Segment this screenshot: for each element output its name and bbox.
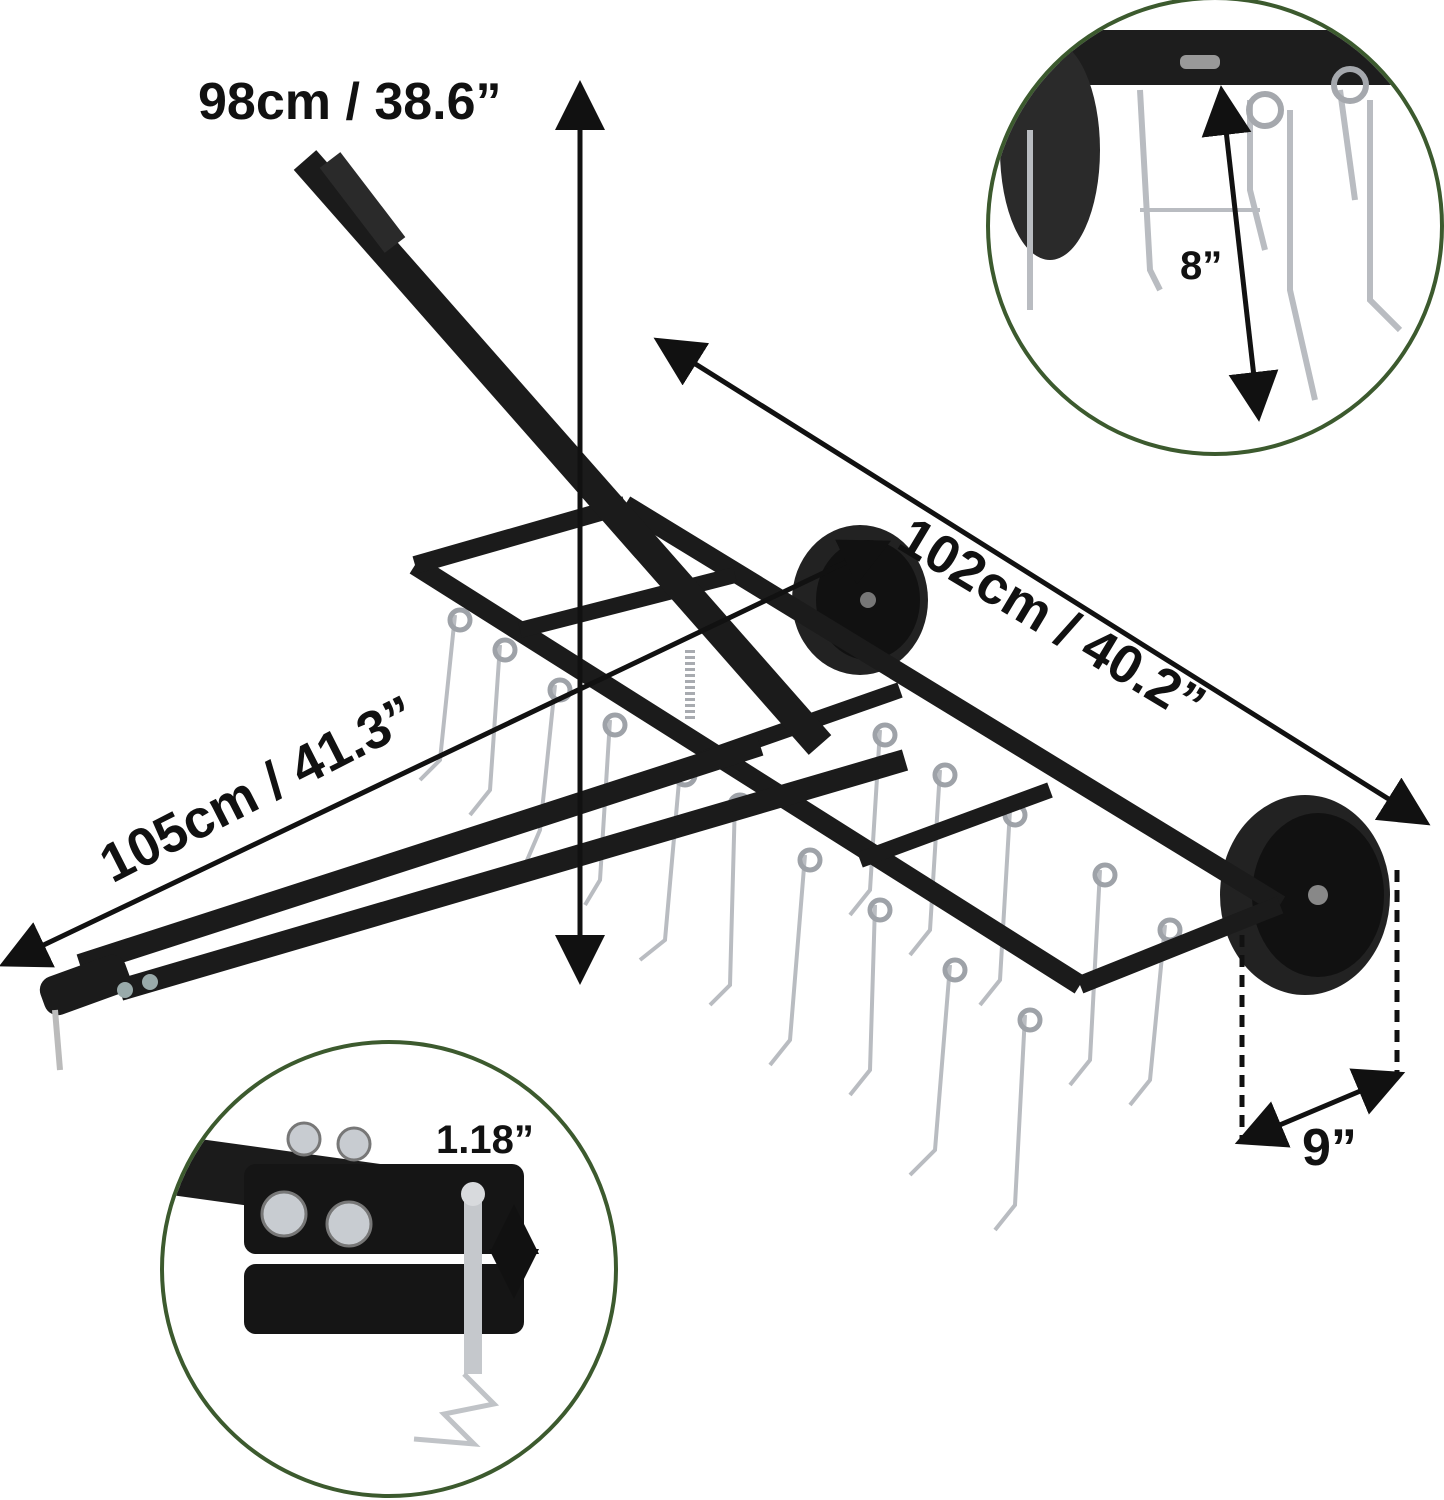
pin-size-label: 1.18”: [436, 1118, 534, 1162]
wheel-arrow: [1234, 1068, 1406, 1148]
spring-tine-closeup-icon: [1000, 30, 1440, 422]
length-arrow: [0, 539, 892, 968]
front-wheel: [1220, 795, 1390, 995]
hitch-closeup-inset: 1.18”: [160, 1040, 618, 1498]
tine-closeup-inset: 8”: [986, 0, 1444, 456]
width-arrow: [653, 337, 1431, 826]
hitch-bracket: [39, 954, 158, 1071]
hitch-pin-closeup-icon: [164, 1121, 539, 1448]
height-dimension-label: 98cm / 38.6”: [198, 73, 502, 131]
tine-length-label: 8”: [1180, 244, 1223, 288]
wheel-diameter-label: 9”: [1302, 1119, 1357, 1177]
dimension-arrows: [0, 80, 1431, 1148]
